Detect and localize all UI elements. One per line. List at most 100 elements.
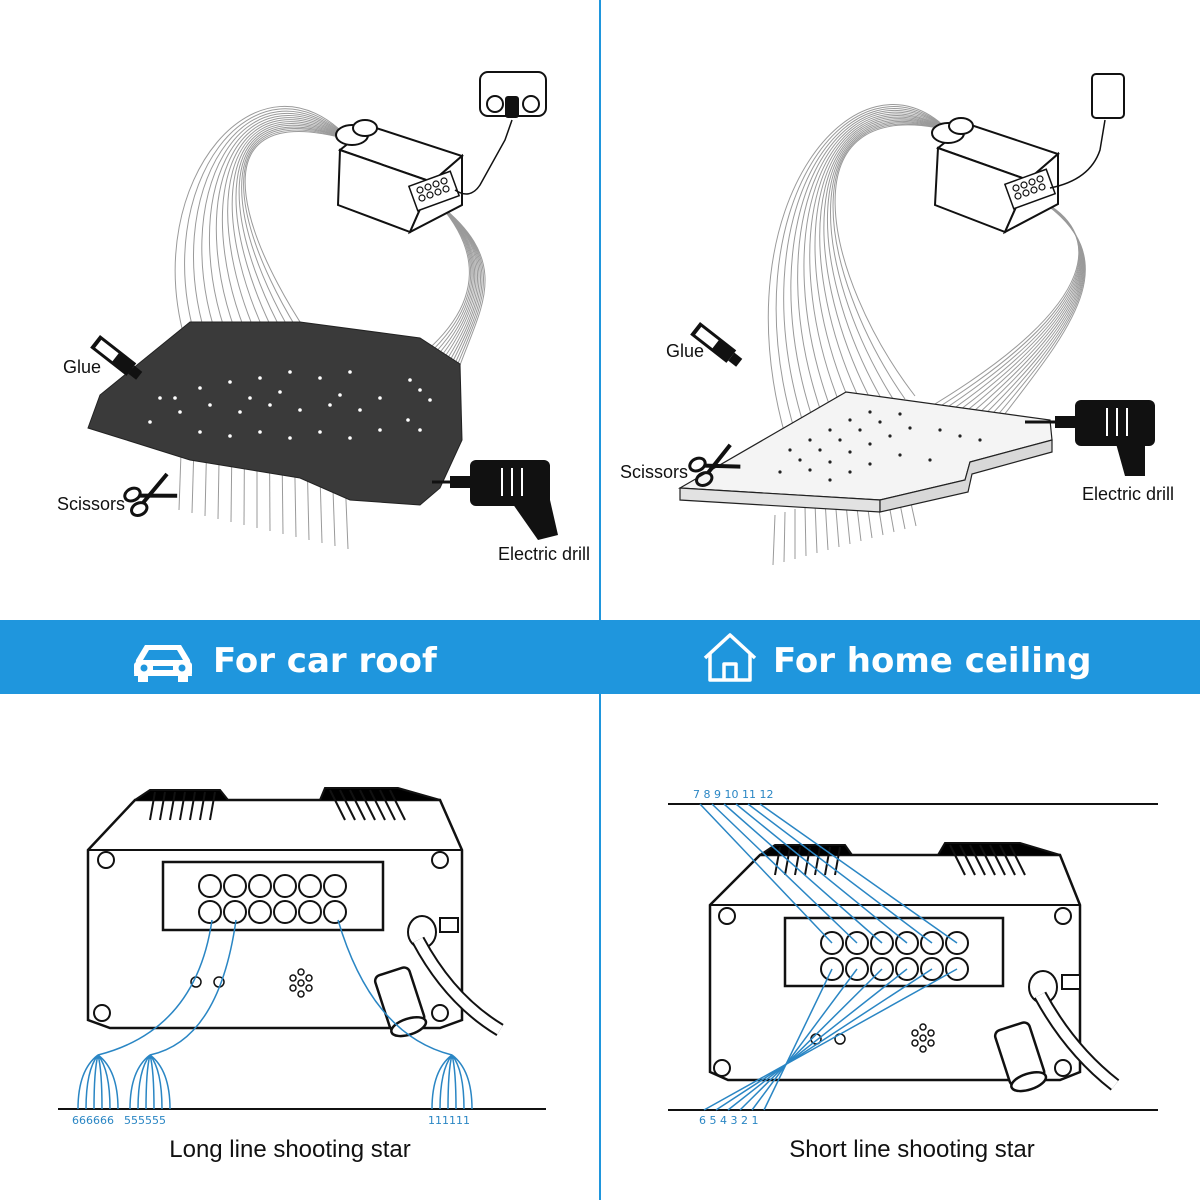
pin-hole [808, 438, 812, 442]
fiber-strand [751, 968, 858, 1111]
pin-hole [848, 418, 852, 422]
fiber-strand [763, 968, 833, 1111]
car-charger-icon [479, 71, 547, 118]
home-ceiling-illustration: Glue Scissors Electric drill [620, 73, 1174, 566]
fiber-strand [129, 1054, 151, 1110]
fiber-strand [208, 115, 351, 353]
fiber-strand [231, 123, 351, 365]
fiber-strand [97, 1054, 103, 1110]
pin-hole [258, 376, 262, 380]
pin-hole [348, 436, 352, 440]
fiber-strand [703, 968, 958, 1111]
car-roof-title: For car roof [213, 641, 438, 681]
pin-hole [928, 458, 932, 462]
pin-hole [208, 403, 212, 407]
fiber-strand [404, 204, 470, 369]
fiber-port [273, 900, 297, 924]
light-engine-home [931, 117, 1106, 235]
fiber-strand [809, 115, 949, 418]
glue-icon [90, 335, 143, 380]
fiber-strand [97, 1054, 119, 1110]
fiber-strand [790, 109, 949, 427]
pin-hole [958, 434, 962, 438]
pin-hole [228, 380, 232, 384]
pin-hole [158, 396, 162, 400]
fiber-strand [193, 110, 351, 347]
scissors-icon-home [688, 443, 741, 487]
fiber-strand [174, 106, 351, 341]
fiber-strand-hanging [783, 511, 786, 563]
fiber-port [248, 874, 272, 898]
fiber-strand [97, 1054, 111, 1110]
fiber-strand [767, 104, 949, 436]
pin-hole [173, 396, 177, 400]
drill-icon-home [1025, 400, 1155, 476]
glue-label-home: Glue [666, 341, 704, 361]
fiber-port [323, 900, 347, 924]
pin-hole [818, 448, 822, 452]
long-line-diagram: 666666 555555 111111 Long line shooting … [58, 787, 546, 1163]
pin-hole [378, 428, 382, 432]
title-banner [0, 620, 1200, 694]
bottom-fiber-numbers: 6 5 4 3 2 1 [699, 1114, 758, 1127]
car-icon [134, 645, 192, 682]
pin-hole [848, 450, 852, 454]
fiber-strand [93, 1054, 99, 1110]
pin-hole [338, 393, 342, 397]
fiber-strand [803, 113, 949, 421]
fiber-strand [85, 1054, 99, 1110]
pin-hole [418, 388, 422, 392]
house-icon [703, 633, 757, 682]
fiber-strand [827, 121, 949, 406]
ceiling-panel [677, 391, 1053, 513]
pin-hole [898, 453, 902, 457]
pin-hole [898, 412, 902, 416]
fiber-trunk [97, 919, 213, 1056]
pin-hole [878, 420, 882, 424]
fiber-strand [227, 121, 351, 362]
fiber-strand [727, 968, 908, 1111]
fiber-trunk [149, 919, 237, 1056]
pin-hole [278, 390, 282, 394]
fiber-strand [412, 204, 473, 375]
fiber-strand [238, 126, 351, 371]
pin-hole [978, 438, 982, 442]
group-label-1: 111111 [428, 1114, 470, 1127]
fiber-strand [783, 108, 949, 430]
pin-hole [258, 430, 262, 434]
pin-hole [148, 420, 152, 424]
fiber-strand [814, 116, 949, 415]
fiber-strand [834, 124, 949, 397]
fiber-strand [823, 119, 949, 409]
fiber-strand-hanging [814, 502, 818, 554]
fiber-strand [723, 803, 883, 944]
pin-hole [828, 460, 832, 464]
pin-hole [358, 408, 362, 412]
pin-hole [858, 428, 862, 432]
roof-pin-holes [148, 370, 432, 440]
group-label-6: 666666 [72, 1114, 114, 1127]
pin-hole [848, 470, 852, 474]
glue-label: Glue [63, 357, 101, 377]
fiber-strand [137, 1054, 151, 1110]
fiber-strand [797, 111, 949, 424]
pin-hole [198, 430, 202, 434]
pin-hole [318, 376, 322, 380]
drill-label-home: Electric drill [1082, 484, 1174, 504]
fiber-strand [990, 199, 1086, 433]
short-line-diagram: 7 8 9 10 11 12 6 5 4 3 2 1 Short line sh… [668, 788, 1158, 1163]
pin-hole [198, 386, 202, 390]
pin-hole [868, 410, 872, 414]
pin-hole [378, 396, 382, 400]
fiber-port [298, 900, 322, 924]
pin-hole [418, 428, 422, 432]
pin-hole [888, 434, 892, 438]
fiber-trunk [337, 919, 453, 1056]
fiber-strand-hanging [772, 514, 776, 566]
pin-hole [798, 458, 802, 462]
fiber-strand [832, 123, 949, 400]
fiber-strand [149, 1054, 163, 1110]
fiber-strand [201, 113, 351, 350]
fiber-strand-hanging [804, 505, 807, 557]
